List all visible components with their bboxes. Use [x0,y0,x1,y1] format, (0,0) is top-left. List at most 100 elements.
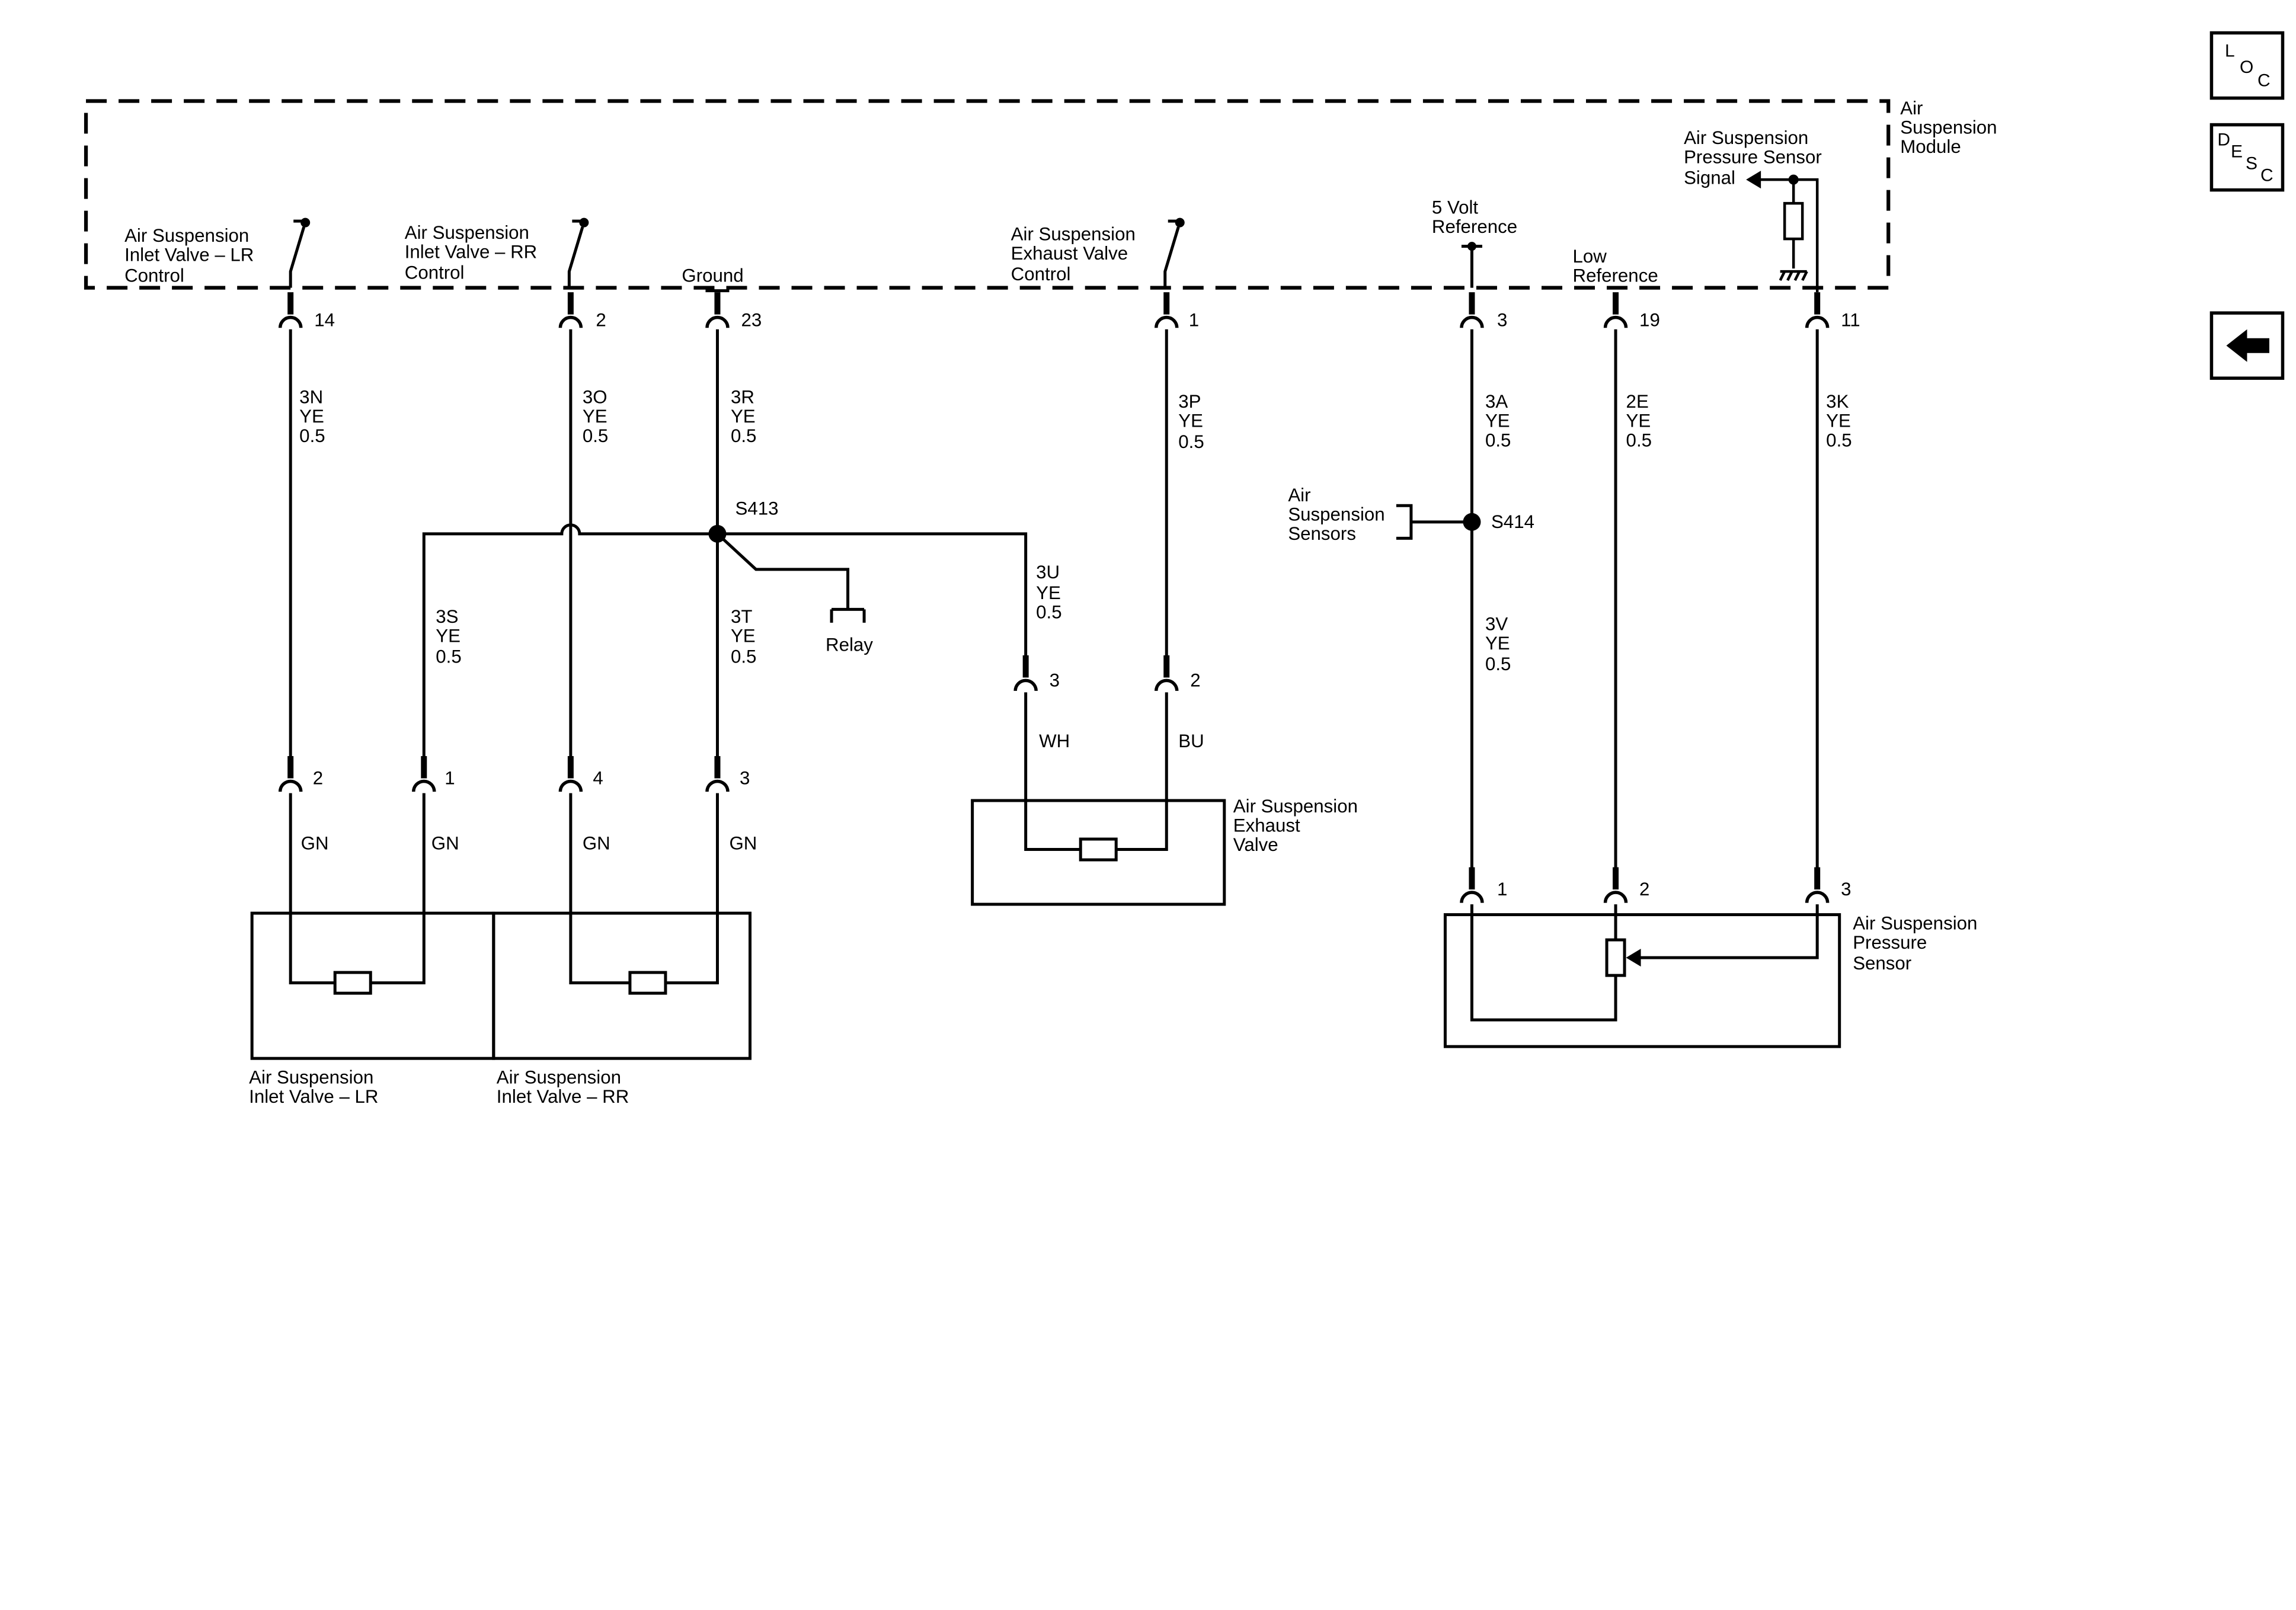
left-arrow-icon [2226,329,2269,362]
five-volt-label-1: 5 Volt [1432,197,1479,218]
wire-3r-2: YE [731,406,756,427]
low-ref-label-2: Reference [1573,265,1658,286]
wire-3v-1: 3V [1485,613,1508,634]
wire-3v-2: YE [1485,633,1510,654]
loc-letter-l: L [2225,41,2235,61]
exhaust-valve-box [971,799,1226,906]
back-button[interactable] [2209,311,2285,380]
inlet-lr-control-2: Inlet Valve – LR [124,245,254,265]
pin-11: 11 [1841,310,1860,331]
pin-14: 14 [314,310,335,331]
inlet-lr-name-2: Inlet Valve – LR [249,1086,378,1107]
inlet-wire-gn-2: GN [431,833,459,854]
wire-3r-3: 0.5 [731,425,756,446]
exhaust-control-1: Air Suspension [1011,224,1136,245]
wire-3a-1: 3A [1485,391,1508,412]
inlet-lr-control-3: Control [124,265,184,286]
pin-23: 23 [741,310,762,331]
loc-letter-c: C [2257,71,2271,91]
inlet-lr-control-1: Air Suspension [124,225,249,246]
wire-3n-2: YE [299,406,324,427]
signal-label-1: Air Suspension [1684,127,1808,148]
splice-s413-label: S413 [735,498,778,518]
sensors-label-3: Sensors [1288,523,1356,544]
inlet-wire-gn-4: GN [729,833,757,854]
module-name-3: Module [1900,136,1961,157]
module-pins [280,292,1828,328]
wire-3s-1: 3S [436,606,458,627]
desc-letter-d: D [2217,130,2230,150]
splice-s414-label: S414 [1491,511,1534,532]
signal-label-2: Pressure Sensor [1684,147,1822,168]
wire-3t-3: 0.5 [731,646,756,667]
signal-internal-circuit [1746,171,1819,293]
inlet-pin-1: 1 [445,767,455,788]
inlet-valve-wiring [289,793,719,995]
wire-3a-2: YE [1485,411,1510,431]
inlet-rr-control-1: Air Suspension [405,222,529,243]
wire-3u-3: 0.5 [1036,601,1061,622]
wire-3o-1: 3O [583,387,607,408]
sensors-label-2: Suspension [1288,504,1384,524]
wire-3n-3: 0.5 [299,425,325,446]
exhaust-wire-wh: WH [1039,731,1070,751]
wire-3a-3: 0.5 [1485,430,1511,450]
low-ref-label-1: Low [1573,246,1607,267]
wire-2e-3: 0.5 [1626,430,1652,450]
exhaust-valve-name-2: Exhaust [1233,815,1300,836]
exhaust-wire-bu: BU [1178,731,1204,751]
pressure-sensor-box [1443,913,1841,1048]
wire-labels: 3N YE 0.5 3O YE 0.5 3R YE 0.5 3P YE 0.5 … [299,387,1851,674]
sensors-label-1: Air [1288,485,1310,505]
loc-button[interactable]: L O C [2209,31,2285,100]
sensor-pin-2: 2 [1639,879,1649,900]
wire-3p-3: 0.5 [1178,431,1204,452]
desc-button[interactable]: D E S C [2209,123,2285,192]
pressure-sensor-name-2: Pressure [1853,932,1927,953]
inlet-valve-lr-box [250,911,495,1060]
wire-3t-1: 3T [731,606,752,627]
wire-3p-1: 3P [1178,391,1201,412]
pressure-sensor-name-3: Sensor [1853,953,1911,974]
wire-3n-1: 3N [299,387,323,408]
wire-3p-2: YE [1178,411,1203,431]
splice-s414-dot [1463,513,1481,531]
inlet-valve-rr-box [492,911,752,1060]
pin-2-module: 2 [596,310,606,331]
wire-3u-1: 3U [1036,562,1060,582]
wire-3o-3: 0.5 [583,425,608,446]
wire-3t-2: YE [731,625,756,646]
wire-3r-1: 3R [731,387,754,408]
desc-letter-s: S [2246,154,2257,174]
inlet-valve-pins [280,756,728,792]
module-name-1: Air [1900,98,1923,119]
module-boundary [84,99,1891,290]
relay-label: Relay [826,634,873,655]
wire-3o-2: YE [583,406,607,427]
inlet-pin-3: 3 [740,767,750,788]
exhaust-pin-3: 3 [1050,670,1060,690]
wire-3v-3: 0.5 [1485,654,1511,674]
pressure-sensor-wiring [1470,904,1819,1022]
wire-3s-3: 0.5 [436,646,461,667]
inlet-lr-name-1: Air Suspension [249,1067,373,1088]
inlet-rr-control-2: Inlet Valve – RR [405,242,537,263]
pin-3-module: 3 [1497,310,1507,331]
pressure-sensor-name-1: Air Suspension [1853,913,1977,934]
exhaust-control-3: Control [1011,264,1071,284]
module-name-2: Suspension [1900,117,1997,138]
signal-label-3: Signal [1684,168,1735,188]
ground-label: Ground [682,265,743,286]
inlet-rr-name-1: Air Suspension [497,1067,621,1088]
exhaust-valve-pins [1015,655,1177,691]
wire-2e-2: YE [1626,411,1651,431]
inlet-rr-name-2: Inlet Valve – RR [497,1086,629,1107]
wire-2e-1: 2E [1626,391,1649,412]
inlet-wire-gn-1: GN [301,833,329,854]
wire-3k-3: 0.5 [1826,430,1851,450]
exhaust-control-2: Exhaust Valve [1011,243,1128,264]
desc-letter-e: E [2231,142,2243,162]
wire-3u-2: YE [1036,582,1061,603]
pin-19: 19 [1639,310,1660,331]
